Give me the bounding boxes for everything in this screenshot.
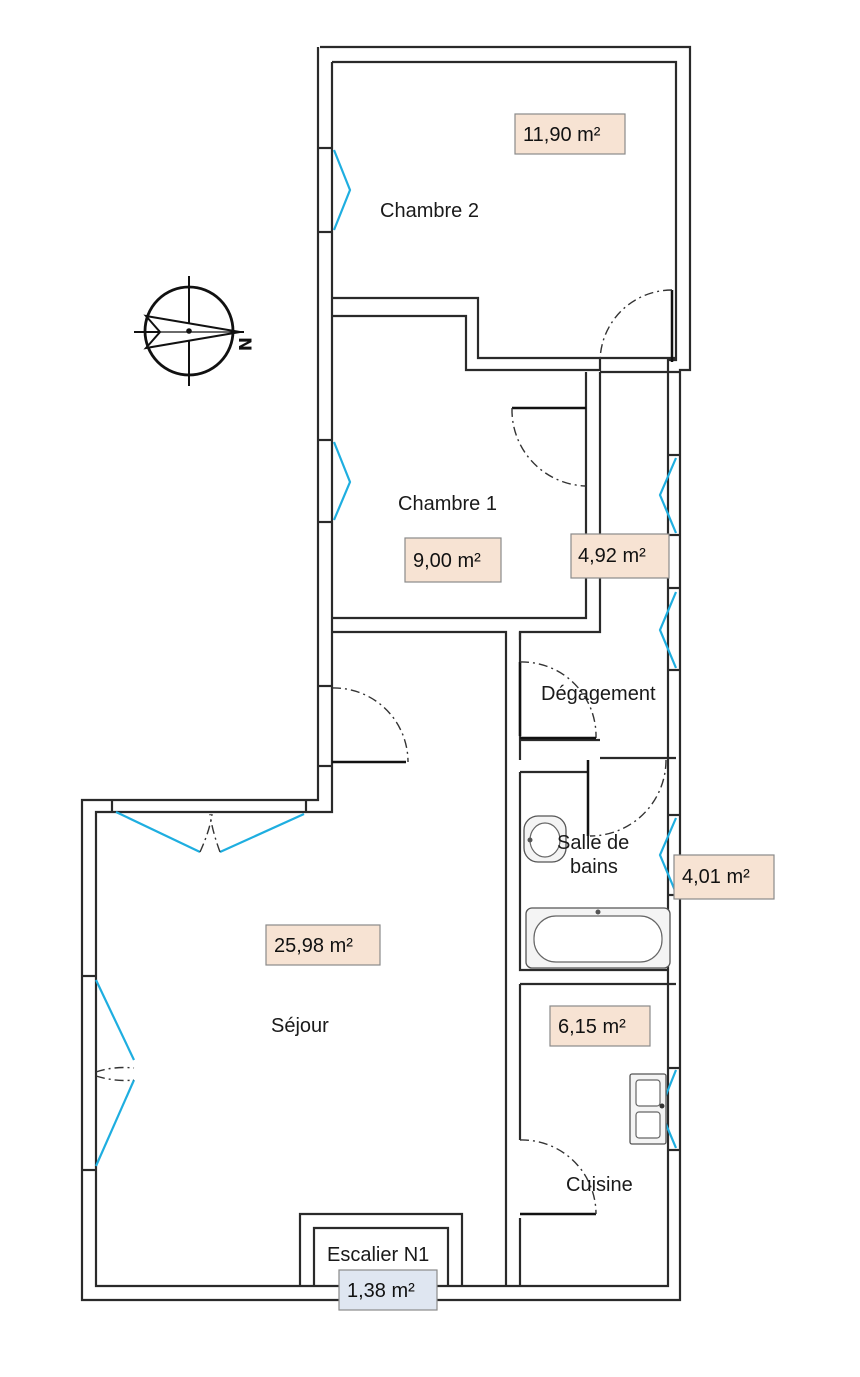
room-name-degagement: Dégagement (541, 683, 656, 705)
window-sejour-top (110, 800, 308, 854)
area-chambre2: 11,90 m² (523, 124, 601, 146)
window-degagement-1 (658, 453, 680, 537)
area-chambre1: 9,00 m² (413, 550, 481, 572)
room-name-chambre2: Chambre 2 (380, 200, 479, 222)
door-sejour-swing (331, 687, 409, 763)
area-badge-sejour: 25,98 m² (265, 924, 381, 966)
window-degagement-2 (658, 586, 680, 672)
room-name-sdb-line1: Salle de (557, 832, 629, 854)
room-name-cuisine: Cuisine (566, 1174, 633, 1196)
outer-walls (80, 45, 692, 1302)
area-badge-degagement: 4,92 m² (570, 533, 670, 579)
interior-walls (298, 296, 680, 1286)
area-badge-sdb: 4,01 m² (673, 854, 775, 900)
area-badge-chambre2: 11,90 m² (514, 113, 626, 155)
doors (331, 289, 674, 1216)
room-name-sejour: Séjour (271, 1015, 329, 1037)
door-cuisine-swing (519, 1139, 597, 1215)
area-badge-chambre1: 9,00 m² (404, 537, 502, 583)
windows (82, 146, 680, 1172)
window-chambre1 (318, 438, 352, 524)
area-degagement: 4,92 m² (578, 545, 646, 567)
area-sejour: 25,98 m² (274, 935, 353, 957)
room-name-sdb-line2: bains (570, 856, 618, 878)
area-sdb: 4,01 m² (682, 866, 750, 888)
area-escalier: 1,38 m² (347, 1280, 415, 1302)
door-chambre2-swing (599, 289, 673, 363)
area-cuisine: 6,15 m² (558, 1016, 626, 1038)
compass-north-label: N (234, 337, 254, 351)
washbasin-icon (523, 815, 567, 863)
area-badge-cuisine: 6,15 m² (549, 1005, 651, 1047)
room-name-chambre1: Chambre 1 (398, 493, 497, 515)
door-chambre1-swing (511, 407, 587, 487)
area-boxes: 11,90 m² 9,00 m² 4,92 m² 4,01 m² 25,98 m… (265, 113, 775, 1311)
window-chambre2 (318, 146, 352, 234)
room-name-escalier: Escalier N1 (327, 1244, 429, 1266)
kitchen-sink-icon (629, 1073, 667, 1145)
room-labels: Chambre 2 Chambre 1 Dégagement Salle de … (271, 200, 656, 1266)
compass-icon: N (134, 276, 254, 386)
door-sdb-swing (589, 759, 667, 837)
window-sejour-left (82, 974, 136, 1172)
area-badge-escalier: 1,38 m² (338, 1269, 438, 1311)
bathtub-icon (525, 907, 671, 969)
fixtures (523, 815, 671, 1145)
door-degagement-swing (519, 661, 597, 739)
